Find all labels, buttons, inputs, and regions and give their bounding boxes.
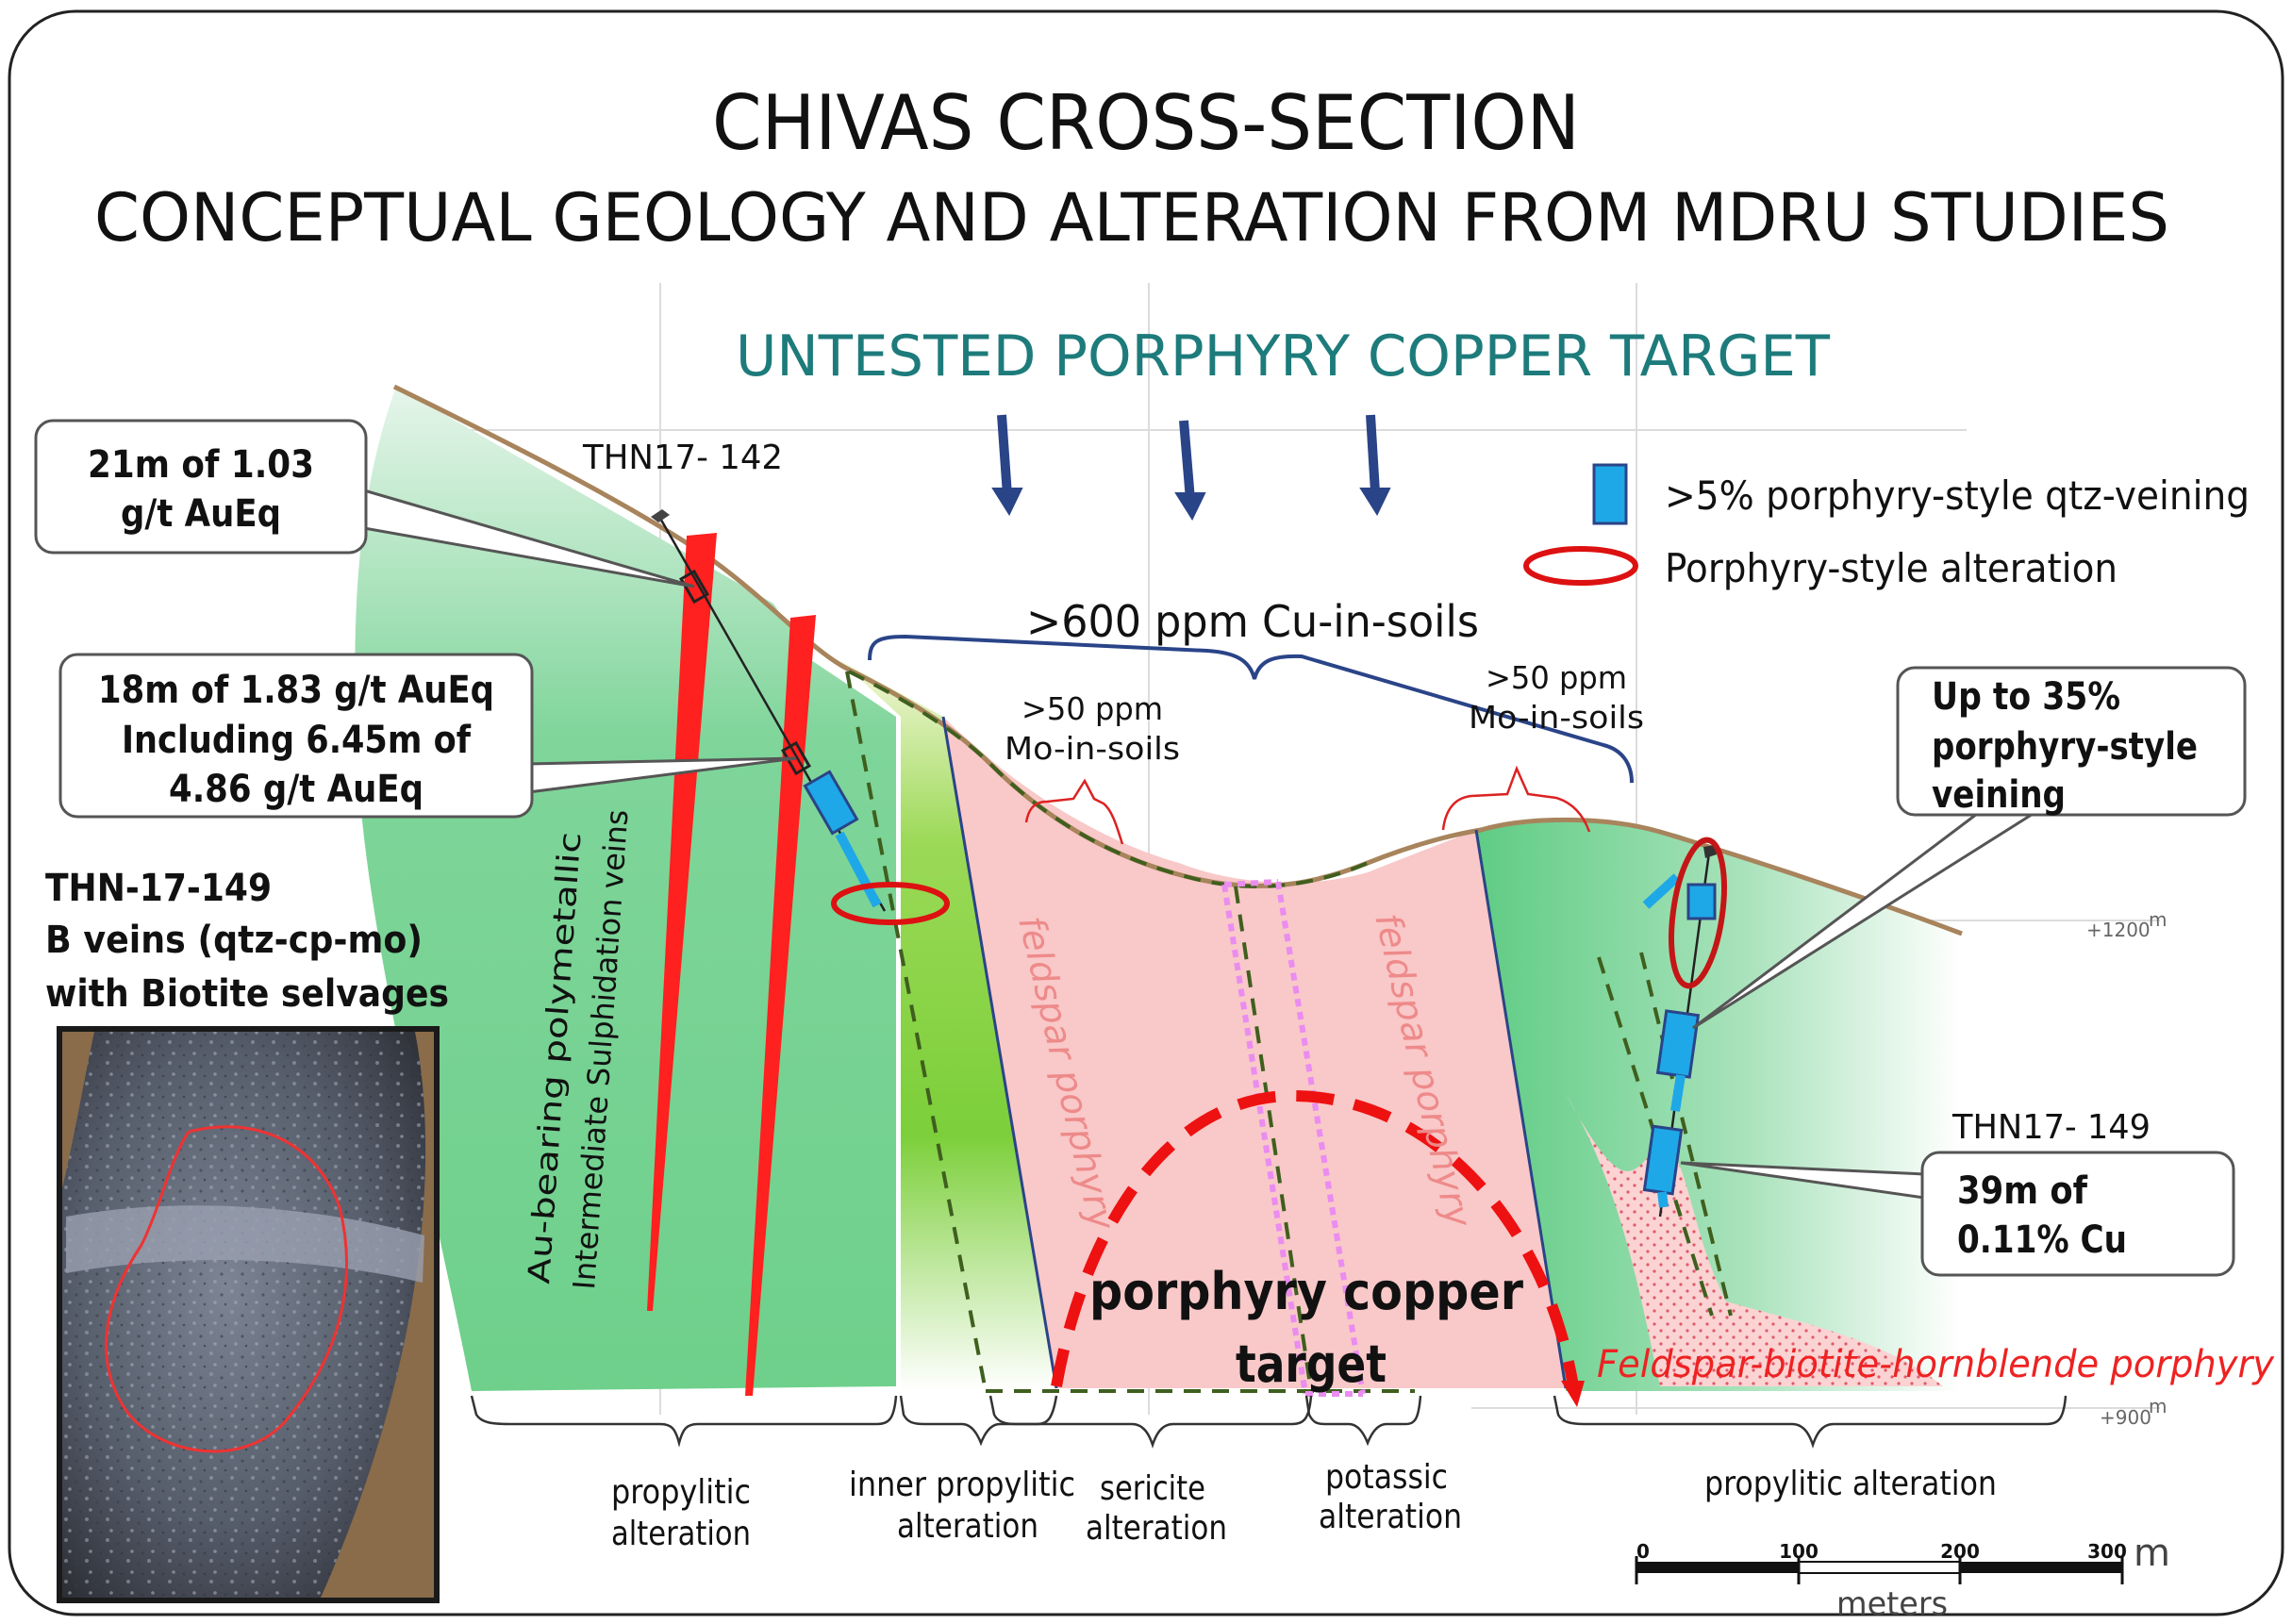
mo-soils-right-line-1: >50 ppm xyxy=(1486,659,1627,696)
zone-propylitic-right: propylitic alteration xyxy=(1704,1465,1997,1503)
scale-tick-100: 100 xyxy=(1779,1540,1819,1563)
callout-3-line-1: Up to 35% xyxy=(1932,675,2120,719)
scale-label: meters xyxy=(1836,1585,1948,1623)
drillhole-142-label: THN17- 142 xyxy=(582,439,783,477)
figure-border xyxy=(8,9,2284,1616)
arrow-down-icon xyxy=(1359,488,1391,517)
mo-soils-right-line-2: Mo-in-soils xyxy=(1469,699,1644,736)
callout-1-box xyxy=(34,419,368,555)
zone-boundaries xyxy=(941,716,1568,1389)
alteration-braces xyxy=(470,1395,2068,1449)
mo-soils-left-line-1: >50 ppm xyxy=(1021,690,1163,727)
propylitic-right-zone xyxy=(1476,819,1962,1391)
photo-caption-line-1: THN-17-149 xyxy=(45,867,272,910)
vein-left xyxy=(647,533,717,1311)
mo-soils-left-line-2: Mo-in-soils xyxy=(1005,730,1180,767)
photo-caption-line-3: with Biotite selvages xyxy=(45,972,449,1016)
dashed-alteration-boundaries xyxy=(845,670,1733,1393)
target-arc xyxy=(1051,1089,1579,1388)
callout-1-line-1: 21m of 1.03 xyxy=(88,443,314,487)
callout-3-box xyxy=(1896,666,2247,817)
elevation-1200: +1200 xyxy=(2086,919,2151,941)
callout-2-line-3: 4.86 g/t AuEq xyxy=(169,768,424,811)
alteration-ellipse-left xyxy=(831,882,950,925)
cu-soils-label: >600 ppm Cu-in-soils xyxy=(1026,596,1479,647)
qtz-vein-stringer-3 xyxy=(1670,1074,1686,1112)
zone-potassic-line-1: potassic xyxy=(1325,1458,1448,1497)
target-heading: UNTESTED PORPHYRY COPPER TARGET xyxy=(736,323,1830,389)
drillhole-149-label: THN17- 149 xyxy=(1952,1108,2151,1147)
scale-unit: m xyxy=(2134,1532,2170,1575)
intercept-box-2 xyxy=(781,740,811,776)
callout-3-line-2: porphyry-style xyxy=(1932,725,2198,769)
legend-veining-label: >5% porphyry-style qtz-veining xyxy=(1665,472,2250,519)
arrow-down-icon xyxy=(991,488,1023,517)
cu-soils-bracket xyxy=(868,634,1634,784)
title-line-1: CHIVAS CROSS-SECTION xyxy=(712,79,1580,167)
scale-tick-200: 200 xyxy=(1940,1540,1980,1563)
callout-2-box xyxy=(58,653,534,819)
legend-alteration-swatch xyxy=(1523,546,1638,586)
zone-inner-propylitic-line-1: inner propylitic xyxy=(849,1466,1075,1504)
callout-2-line-1: 18m of 1.83 g/t AuEq xyxy=(98,669,494,712)
zone-propylitic-left-line-2: alteration xyxy=(611,1515,751,1553)
qtz-vein-block-3 xyxy=(1655,1009,1701,1079)
fbh-porphyry-label: Feldspar-biotite-hornblende porphyry xyxy=(1597,1343,2275,1386)
photo-caption-line-2: B veins (qtz-cp-mo) xyxy=(45,919,423,962)
drillhole-149-collar xyxy=(1703,845,1717,858)
mo-soils-bracket-right xyxy=(1441,765,1591,833)
elevation-900: +900 xyxy=(2100,1406,2151,1429)
zone-sericite-line-2: alteration xyxy=(1086,1509,1227,1548)
elevation-1200-unit: m xyxy=(2149,908,2167,931)
qtz-vein-block-4 xyxy=(1642,1124,1684,1196)
qtz-vein-block-2 xyxy=(1686,883,1717,920)
qtz-vein-stringer-4 xyxy=(1657,1191,1669,1208)
callout-3-line-3: veining xyxy=(1932,773,2066,817)
title-line-2: CONCEPTUAL GEOLOGY AND ALTERATION FROM M… xyxy=(94,179,2169,257)
alteration-ellipse-right xyxy=(1669,837,1727,989)
qtz-vein-block-1 xyxy=(803,770,859,836)
qtz-vein-stringer-1 xyxy=(835,831,882,908)
zone-sericite-line-1: sericite xyxy=(1100,1469,1205,1508)
vein-right xyxy=(745,615,816,1396)
callout-4-box xyxy=(1920,1151,2235,1277)
potassic-band xyxy=(1221,879,1366,1397)
mo-soils-bracket-left xyxy=(1024,778,1124,845)
scale-bar xyxy=(1635,1556,2124,1584)
elevation-900-unit: m xyxy=(2149,1395,2167,1417)
target-label-line-2: target xyxy=(1236,1334,1387,1394)
zone-propylitic-left-line-1: propylitic xyxy=(611,1473,751,1512)
scale-tick-300: 300 xyxy=(2087,1540,2127,1563)
intercept-box-1 xyxy=(679,569,709,605)
sericite-zone xyxy=(943,717,1566,1388)
target-arc-end xyxy=(1561,1381,1585,1407)
target-label-line-1: porphyry copper xyxy=(1089,1262,1523,1321)
callout-4-line-1: 39m of xyxy=(1957,1169,2088,1213)
arrow-down-icon xyxy=(1174,492,1206,522)
zone-inner-propylitic-line-2: alteration xyxy=(897,1507,1038,1546)
callout-1-line-2: g/t AuEq xyxy=(121,492,281,536)
core-photo xyxy=(57,1026,440,1603)
target-arrows xyxy=(991,414,1391,522)
legend-alteration-label: Porphyry-style alteration xyxy=(1665,545,2118,591)
zone-potassic-line-2: alteration xyxy=(1319,1498,1462,1536)
drillhole-142-collar xyxy=(651,509,670,522)
scale-tick-0: 0 xyxy=(1636,1540,1650,1563)
inner-propylitic-zone xyxy=(839,660,1056,1391)
qtz-vein-stringer-2 xyxy=(1642,873,1681,909)
callout-4-line-2: 0.11% Cu xyxy=(1957,1218,2127,1262)
callout-2-line-2: Including 6.45m of xyxy=(122,719,472,762)
legend-veining-swatch xyxy=(1592,463,1628,525)
